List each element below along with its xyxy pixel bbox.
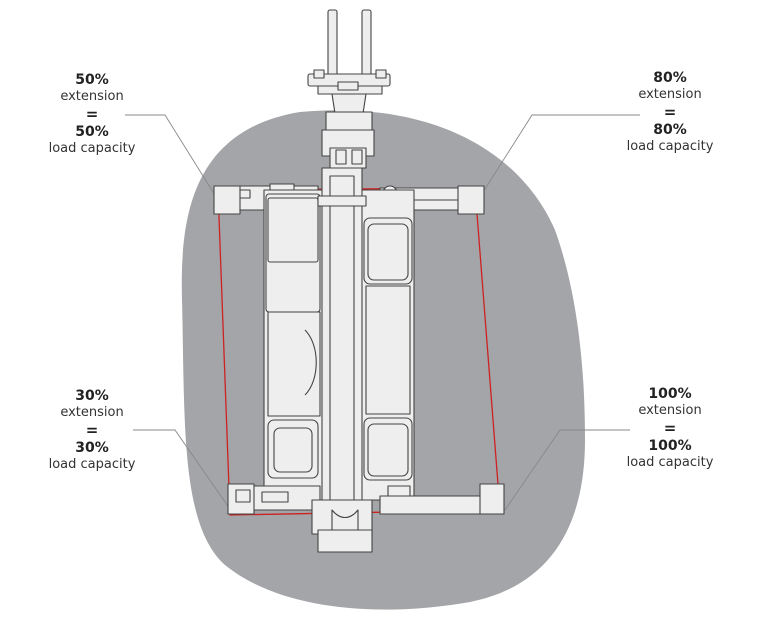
- capacity-percent: 50%: [75, 124, 109, 140]
- extension-percent: 80%: [653, 70, 687, 86]
- extension-percent: 100%: [648, 386, 692, 402]
- equals-sign: =: [663, 103, 677, 121]
- equals-sign: =: [663, 419, 677, 437]
- leader-lines: [125, 114, 640, 513]
- machine-top-view: [213, 9, 505, 553]
- capacity-percent: 100%: [648, 438, 692, 454]
- label-top-right: 80% extension = 80% load capacity: [600, 70, 740, 154]
- capacity-percent: 30%: [75, 440, 109, 456]
- capacity-text: load capacity: [48, 457, 136, 472]
- capacity-text: load capacity: [626, 455, 714, 470]
- label-top-left: 50% extension = 50% load capacity: [22, 72, 162, 156]
- leader-bottom-right: [504, 429, 630, 511]
- extension-percent: 50%: [75, 72, 109, 88]
- leader-bottom-left: [133, 429, 233, 513]
- leader-top-right: [477, 114, 640, 201]
- capacity-text: load capacity: [48, 141, 136, 156]
- label-bottom-right: 100% extension = 100% load capacity: [600, 386, 740, 470]
- capacity-percent: 80%: [653, 122, 687, 138]
- extension-text: extension: [638, 403, 702, 418]
- capacity-text: load capacity: [626, 139, 714, 154]
- extension-text: extension: [60, 89, 124, 104]
- equals-sign: =: [85, 421, 99, 439]
- extension-text: extension: [60, 405, 124, 420]
- equals-sign: =: [85, 105, 99, 123]
- extension-percent: 30%: [75, 388, 109, 404]
- leader-top-left: [125, 114, 219, 201]
- extension-text: extension: [638, 87, 702, 102]
- label-bottom-left: 30% extension = 30% load capacity: [22, 388, 162, 472]
